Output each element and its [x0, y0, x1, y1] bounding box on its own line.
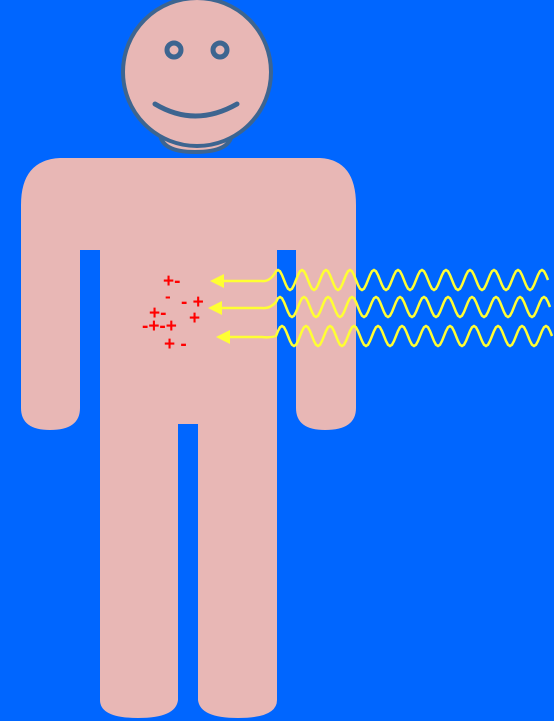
charge-label: +: [189, 308, 200, 329]
torso: [21, 158, 356, 718]
body: [21, 0, 356, 718]
charge-label: + -: [164, 334, 187, 355]
head: [123, 0, 271, 146]
